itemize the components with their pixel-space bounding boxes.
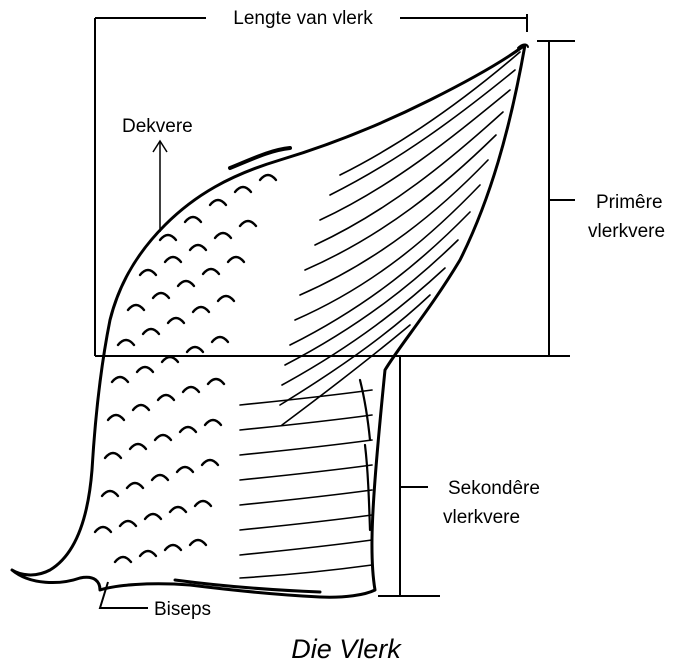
secondary-feathers bbox=[240, 380, 372, 578]
coverts-label: Dekvere bbox=[122, 116, 193, 137]
diagram-caption: Die Vlerk bbox=[291, 634, 402, 664]
secondaries-label-line2: vlerkvere bbox=[443, 507, 520, 528]
primaries-label-line1: Primêre bbox=[596, 192, 663, 213]
labels: Lengte van vlerk Dekvere Primêre vlerkve… bbox=[122, 8, 665, 664]
biceps-label: Biseps bbox=[154, 599, 211, 620]
primaries-label-line2: vlerkvere bbox=[588, 221, 665, 242]
secondaries-label-line1: Sekondêre bbox=[448, 478, 540, 499]
wing-length-label: Lengte van vlerk bbox=[233, 8, 373, 29]
